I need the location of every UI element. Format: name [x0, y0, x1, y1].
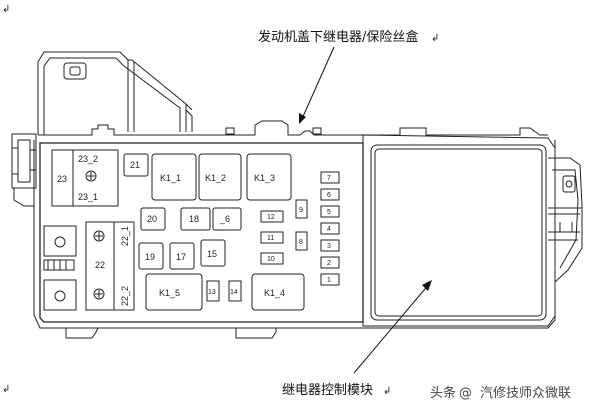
fuse-23-label: 23: [57, 174, 67, 184]
relay-k1-2-box: [198, 153, 242, 201]
relay-k1-5-box: [145, 273, 203, 311]
fuse-box-callout-arrowhead: [299, 113, 306, 124]
mini-fuse-7-label: 7: [327, 175, 331, 182]
fuse-20-label: 20: [147, 214, 157, 224]
fuse-22-1-terminal: [93, 230, 105, 242]
fuse-box-callout-arrow: [300, 46, 335, 122]
relay-k1-3-box: [246, 153, 292, 201]
fuse-21-label: 21: [130, 160, 140, 170]
fuse-22-block: [85, 221, 135, 311]
relay-k1-5-label: K1_5: [159, 288, 180, 298]
fuse-23-2-label: 23_2: [78, 154, 98, 164]
mini-fuse-8-label: 8: [299, 239, 303, 246]
fuse-18-label: 18: [189, 214, 199, 224]
fuse-14-label: 14: [230, 289, 238, 296]
fuse-22-2-terminal: [93, 288, 105, 300]
relay-k1-1-box: [151, 153, 197, 201]
watermark-handle: 汽修技师众微联: [480, 386, 571, 401]
mini-fuse-3-box: [320, 239, 340, 252]
mini-fuse-9-label: 9: [299, 207, 303, 214]
mini-fuse-5-box: [320, 205, 340, 218]
fuse-22-label: 22: [95, 260, 105, 270]
module-callout-label: 继电器控制模块: [282, 383, 373, 398]
module-callout-arrowhead: [422, 280, 432, 291]
fuse-labels: 23 23_2 23_1 21 K1_1 K1_2 K1_3 20 18 _6 …: [57, 154, 331, 306]
fuse-18-box: [180, 207, 211, 231]
mini-fuse-12-box: [260, 210, 284, 223]
mini-fuse-1-label: 1: [327, 277, 331, 284]
mini-fuse-11-box: [260, 231, 284, 244]
fuse-15-box: [200, 239, 226, 267]
fuse-13-label: 13: [208, 289, 216, 296]
paragraph-mark-bottom-callout: ↲: [383, 386, 391, 397]
fuse-6-label: _6: [219, 214, 230, 224]
mini-fuse-3-label: 3: [327, 243, 331, 250]
mini-fuse-4-box: [320, 222, 340, 235]
fuse-14-box: [228, 280, 242, 302]
relay-k1-1-label: K1_1: [160, 173, 181, 183]
fuse-21-box: [123, 153, 149, 177]
mini-fuse-1-box: [320, 273, 340, 286]
paragraph-mark-top: ↲: [2, 4, 10, 15]
fuse-17-box: [169, 242, 195, 270]
paragraph-mark-bottom-left: ↲: [2, 384, 10, 395]
fuse-17-label: 17: [176, 252, 186, 262]
fuse-15-label: 15: [207, 249, 217, 259]
watermark-prefix: 头条: [430, 385, 456, 401]
fuse-layout: [51, 149, 340, 311]
mini-fuse-11-label: 11: [267, 235, 274, 242]
mini-fuse-5-label: 5: [327, 209, 331, 216]
fuse-23-1-label: 23_1: [78, 192, 98, 202]
fuse-6-box: [212, 207, 242, 231]
mini-fuse-10-box: [260, 252, 284, 265]
fuse-23-block: [51, 149, 119, 207]
mini-fuse-4-label: 4: [327, 226, 331, 233]
watermark: 头条 @ 汽修技师众微联: [430, 385, 571, 401]
fuse-23-terminal: [85, 170, 97, 182]
fuse-13-box: [206, 280, 220, 302]
mini-fuse-12-label: 12: [267, 214, 275, 221]
relay-k1-3-label: K1_3: [254, 173, 275, 183]
mini-fuse-2-box: [320, 256, 340, 269]
fuse-19-box: [138, 242, 164, 270]
relay-k1-2-label: K1_2: [205, 173, 226, 183]
relay-k1-4-label: K1_4: [264, 288, 285, 298]
fuse-box-housing: [11, 51, 583, 339]
mini-fuse-10-label: 10: [267, 256, 275, 263]
paragraph-mark-top-callout: ↲: [431, 33, 439, 44]
fuse-22-1-label: 22_1: [120, 226, 130, 246]
fuse-20-box: [140, 207, 166, 231]
fuse-box-callout-label: 发动机盖下继电器/保险丝盒: [258, 29, 418, 45]
relay-k1-4-box: [251, 273, 305, 311]
mini-fuse-6-label: 6: [327, 192, 331, 199]
mini-fuse-9-box: [295, 199, 308, 219]
watermark-at: @: [459, 386, 472, 401]
mini-fuse-8-box: [295, 231, 308, 251]
mini-fuse-2-label: 2: [327, 260, 331, 267]
fuse-22-2-label: 22_2: [120, 286, 130, 306]
mini-fuse-6-box: [320, 188, 340, 201]
mini-fuse-7-box: [320, 171, 340, 184]
fuse-19-label: 19: [145, 252, 155, 262]
